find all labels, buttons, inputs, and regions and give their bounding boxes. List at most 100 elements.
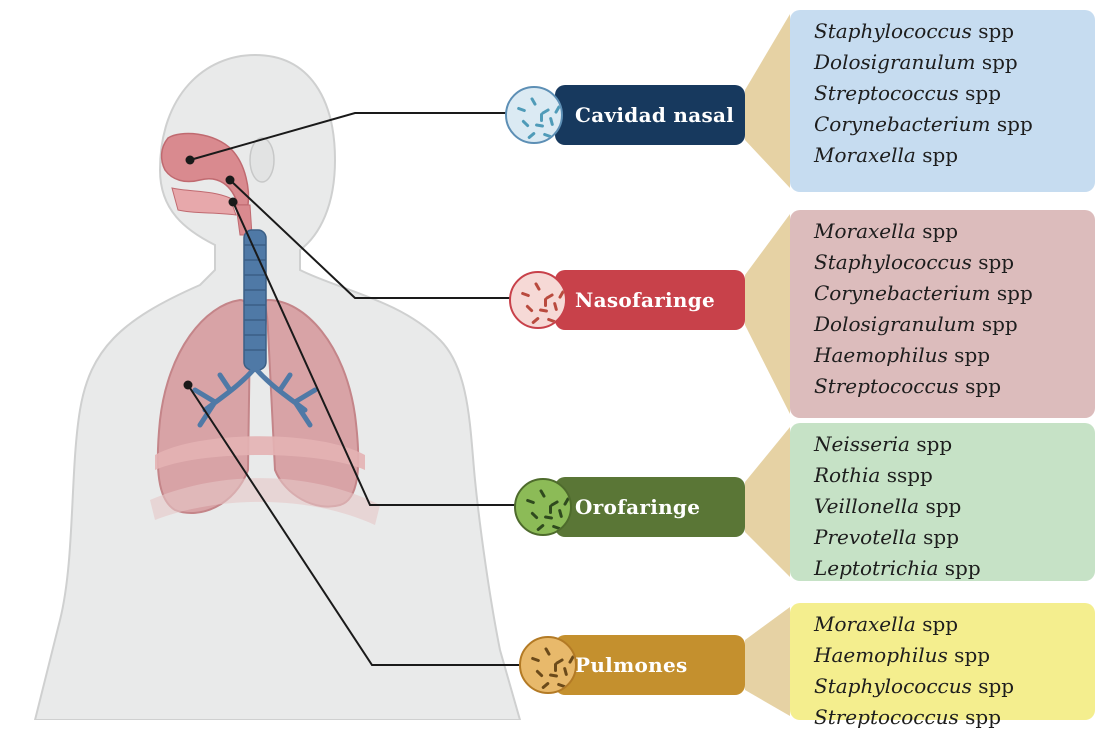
bacterium-icon [525, 304, 533, 312]
bacterium-icon [553, 302, 558, 311]
species-item: Staphylococcus spp [814, 671, 1095, 702]
region-label-oropharynx: Orofaringe [555, 477, 745, 537]
bacterium-icon [544, 647, 551, 656]
species-item: Leptotrichia spp [814, 553, 1095, 584]
microbe-circle-nasopharynx-icon [509, 271, 567, 329]
region-label-text: Pulmones [575, 653, 688, 677]
bacterium-icon [549, 117, 554, 126]
bacterium-icon [568, 655, 575, 664]
species-item: Staphylococcus spp [814, 16, 1095, 47]
species-item: Dolosigranulum spp [814, 309, 1095, 340]
species-suffix: spp [975, 50, 1017, 74]
species-genus: Leptotrichia [814, 556, 938, 580]
bacterium-icon [531, 316, 540, 324]
species-genus: Haemophilus [814, 343, 948, 367]
region-label-nasal: Cavidad nasal [555, 85, 745, 145]
ear [250, 138, 274, 182]
bacterium-icon [544, 515, 553, 520]
microbe-circle-oropharynx-icon [514, 478, 572, 536]
species-item: Staphylococcus spp [814, 247, 1095, 278]
bacterium-icon [535, 123, 544, 128]
species-suffix: spp [919, 494, 961, 518]
species-genus: Rothia [814, 463, 880, 487]
species-genus: Corynebacterium [814, 281, 991, 305]
species-item: Dolosigranulum spp [814, 47, 1095, 78]
bacterium-icon [535, 669, 543, 677]
species-item: Streptococcus spp [814, 78, 1095, 109]
species-genus: Dolosigranulum [814, 312, 975, 336]
bacterium-icon [530, 511, 538, 519]
species-suffix: spp [917, 525, 959, 549]
species-suffix: spp [938, 556, 980, 580]
bacterium-icon [547, 318, 556, 324]
bacterium-icon [558, 290, 565, 299]
anchor-dot-nasopharynx [226, 176, 235, 185]
bacterium-icon [530, 97, 537, 106]
region-label-nasopharynx: Nasofaringe [555, 270, 745, 330]
species-item: Moraxella spp [814, 216, 1095, 247]
species-suffix: spp [991, 281, 1033, 305]
species-suffix: spp [910, 432, 952, 456]
species-item: Haemophilus spp [814, 340, 1095, 371]
anchor-dot-nasal [186, 156, 195, 165]
species-item: Prevotella spp [814, 522, 1095, 553]
bacterium-icon [539, 489, 546, 498]
species-suffix: spp [972, 19, 1014, 43]
species-genus: Moraxella [814, 219, 916, 243]
species-item: Moraxella spp [814, 609, 1095, 640]
species-genus: Staphylococcus [814, 674, 972, 698]
microbe-circle-lungs-icon [519, 636, 577, 694]
species-genus: Moraxella [814, 143, 916, 167]
bacterium-icon [526, 499, 535, 505]
bacterium-icon [539, 308, 548, 313]
bacterium-icon [544, 298, 547, 307]
species-genus: Prevotella [814, 525, 917, 549]
species-genus: Streptococcus [814, 705, 959, 729]
species-genus: Moraxella [814, 612, 916, 636]
bacterium-icon [558, 509, 563, 518]
species-genus: Streptococcus [814, 81, 959, 105]
connector-wedge [745, 607, 790, 716]
species-suffix: spp [916, 219, 958, 243]
species-item: Moraxella spp [814, 140, 1095, 171]
bacterium-icon [531, 657, 540, 663]
species-suffix: spp [916, 143, 958, 167]
connector-wedge [745, 14, 790, 188]
anchor-dot-lungs [184, 381, 193, 390]
region-label-text: Cavidad nasal [575, 103, 734, 127]
species-suffix: spp [991, 112, 1033, 136]
bacterium-icon [536, 523, 545, 531]
bacterium-icon [563, 667, 568, 676]
species-suffix: spp [959, 374, 1001, 398]
region-label-text: Nasofaringe [575, 288, 715, 312]
species-suffix: sspp [880, 463, 933, 487]
species-suffix: spp [948, 343, 990, 367]
species-list-nasal: Staphylococcus sppDolosigranulum sppStre… [814, 16, 1095, 171]
species-genus: Haemophilus [814, 643, 948, 667]
bacterium-icon [534, 282, 541, 291]
bacterium-icon [563, 497, 570, 506]
species-item: Haemophilus spp [814, 640, 1095, 671]
species-genus: Staphylococcus [814, 250, 972, 274]
species-item: Rothia sspp [814, 460, 1095, 491]
bacterium-icon [521, 119, 529, 127]
bacterium-icon [527, 131, 536, 139]
panel-connectors [745, 14, 790, 716]
species-suffix: spp [916, 612, 958, 636]
species-item: Corynebacterium spp [814, 278, 1095, 309]
region-label-text: Orofaringe [575, 495, 700, 519]
bacterium-icon [549, 673, 558, 678]
bacterium-icon [549, 505, 552, 514]
species-suffix: spp [948, 643, 990, 667]
species-suffix: spp [972, 250, 1014, 274]
region-label-lungs: Pulmones [555, 635, 745, 695]
bacterium-icon [554, 663, 557, 672]
bacterium-icon [517, 107, 526, 113]
species-item: Streptococcus spp [814, 371, 1095, 402]
